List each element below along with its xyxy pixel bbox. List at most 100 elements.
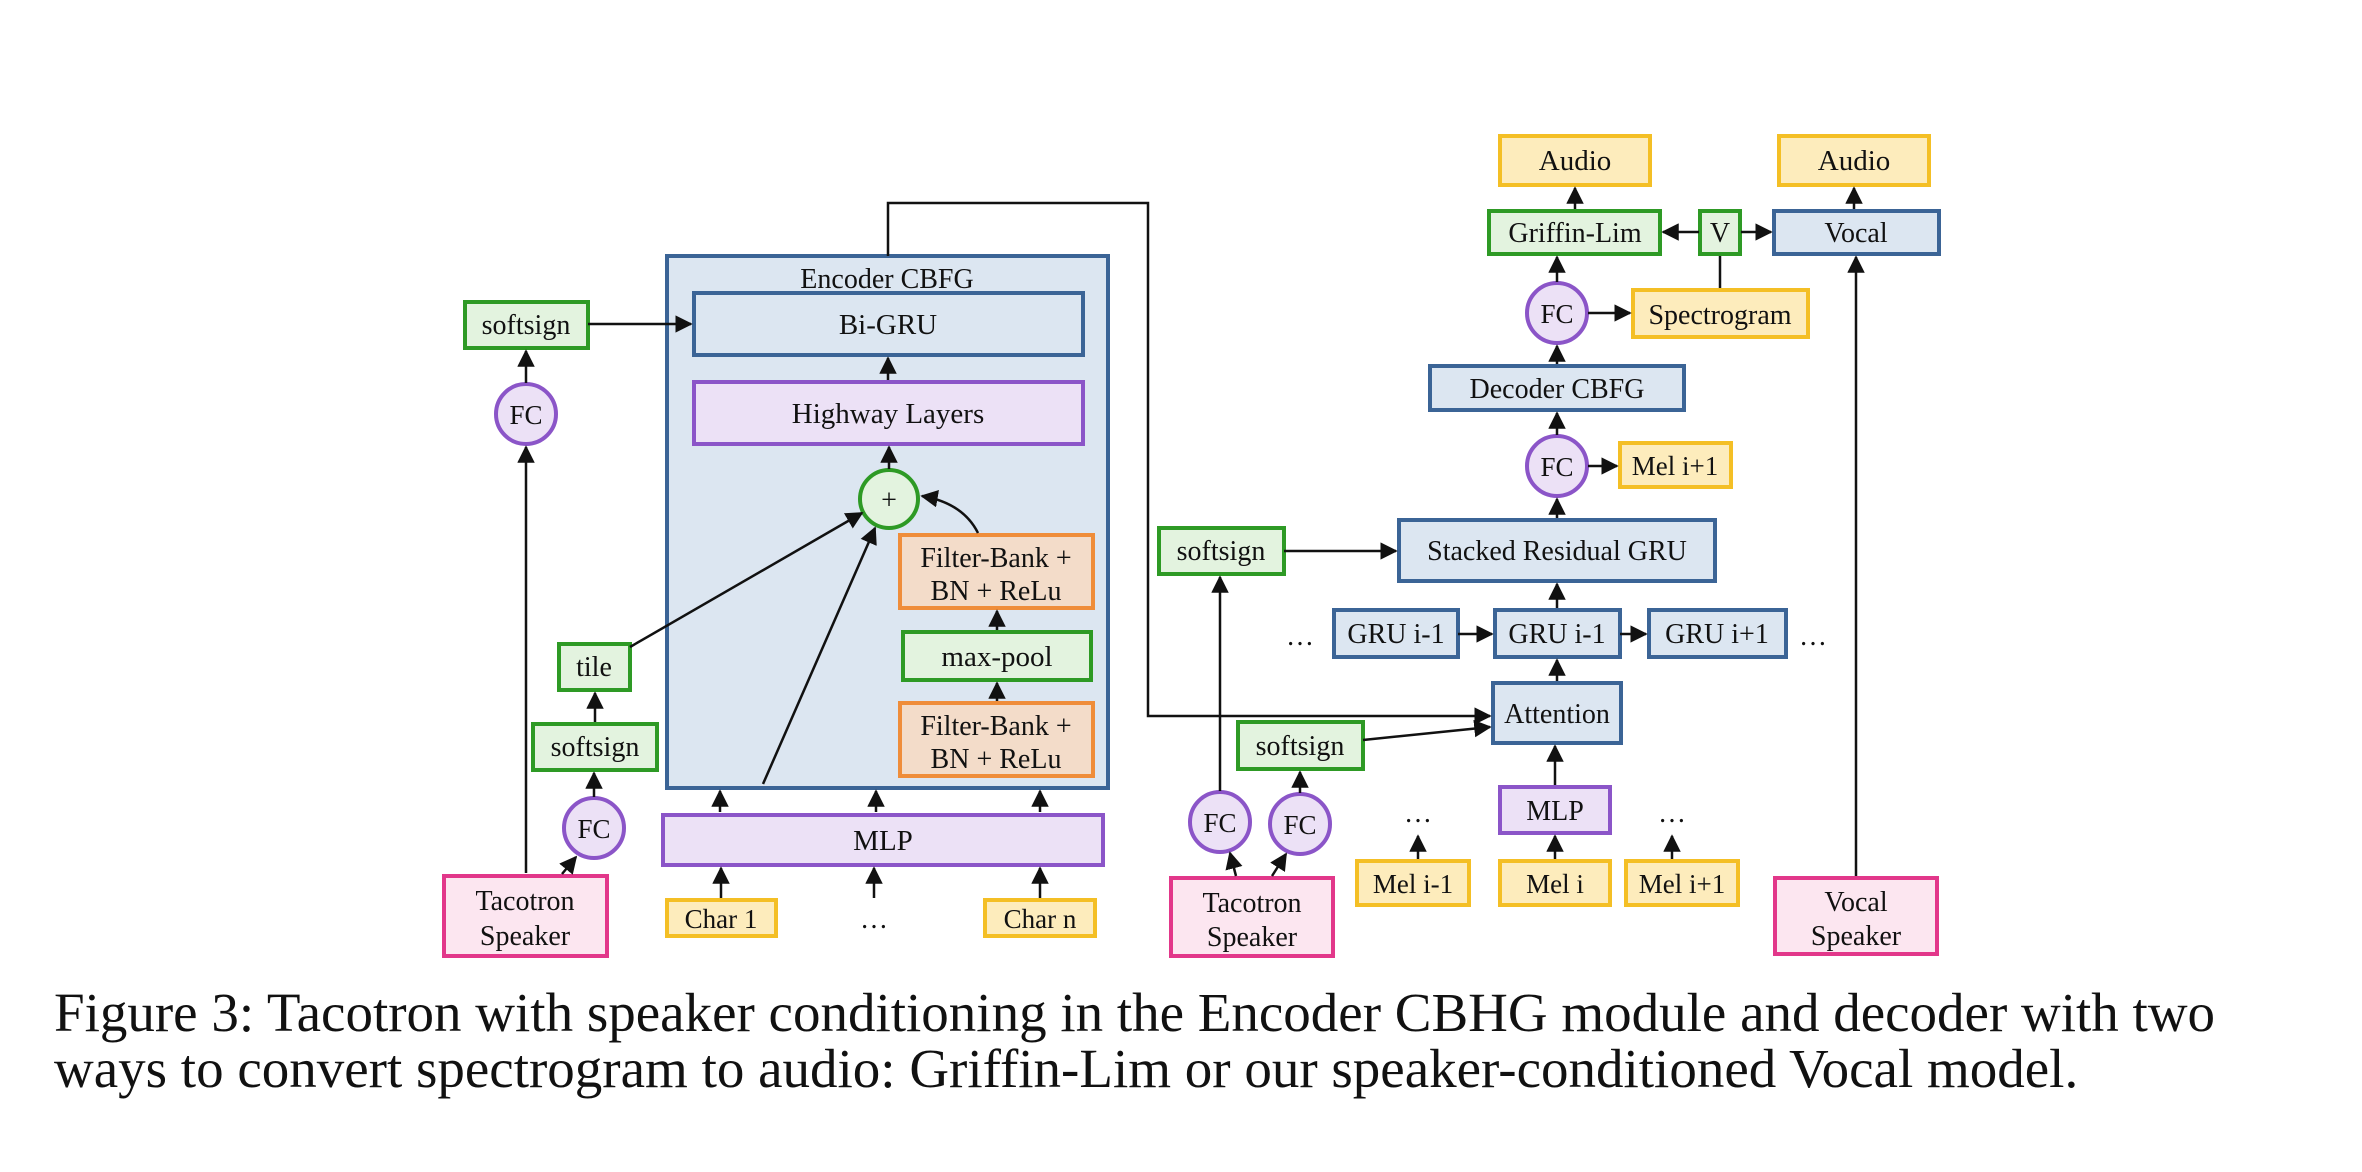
filter-bank-bottom-line1: Filter-Bank + — [920, 711, 1071, 742]
max-pool-label: max-pool — [941, 641, 1052, 673]
tacotron-speaker-left-line1: Tacotron — [475, 886, 574, 917]
filter-bank-bottom-line2: BN + ReLu — [931, 744, 1062, 775]
encoder-to-attention-line — [886, 201, 1492, 725]
softsign-decoder-label: softsign — [1177, 536, 1266, 567]
filter-bank-bottom-box: Filter-Bank + BN + ReLu — [898, 701, 1095, 778]
encoder-mlp-label: MLP — [853, 825, 913, 857]
char-n-label: Char n — [1004, 904, 1077, 934]
v-switch-label: V — [1710, 218, 1730, 249]
vocal-label: Vocal — [1824, 218, 1887, 249]
mel-prev-box: Mel i-1 — [1355, 859, 1471, 907]
encoder-cbfg-label: Encoder CBFG — [800, 264, 973, 295]
arrow-speaker-to-fc-b — [1270, 852, 1288, 877]
fc-left-top-node: FC — [494, 382, 558, 446]
gru-current-box: GRU i-1 — [1493, 608, 1622, 659]
filter-bank-top-line2: BN + ReLu — [931, 576, 1062, 607]
vocal-speaker-line1: Vocal — [1824, 887, 1887, 918]
attention-label: Attention — [1504, 699, 1610, 730]
audio-left-label: Audio — [1539, 145, 1612, 177]
mel-current-box: Mel i — [1498, 859, 1612, 907]
mel-ellipsis-left: … — [1404, 798, 1432, 829]
fc-spectrogram-label: FC — [1540, 299, 1573, 329]
fc-mel-label: FC — [1540, 452, 1573, 482]
gru-prev-label: GRU i-1 — [1347, 619, 1444, 650]
fc-left-low-node: FC — [562, 796, 626, 860]
caption-line-1: Figure 3: Tacotron with speaker conditio… — [54, 982, 2216, 1043]
sum-node-label: + — [881, 485, 897, 516]
decoder-mlp-label: MLP — [1526, 796, 1584, 827]
char-n-box: Char n — [983, 898, 1097, 938]
sum-node: + — [858, 468, 920, 530]
arrow-mlp-to-sum — [761, 526, 877, 785]
mel-next-out-label: Mel i+1 — [1632, 451, 1718, 481]
vocal-speaker-box: Vocal Speaker — [1773, 876, 1939, 956]
char-1-label: Char 1 — [685, 904, 758, 934]
fc-decoder-a-label: FC — [1203, 808, 1236, 838]
spectrogram-label: Spectrogram — [1648, 300, 1791, 331]
decoder-cbfg-box: Decoder CBFG — [1428, 364, 1686, 412]
tacotron-speaker-left-line2: Speaker — [480, 921, 571, 952]
fc-decoder-b-label: FC — [1283, 810, 1316, 840]
griffin-lim-label: Griffin-Lim — [1508, 218, 1641, 249]
fc-left-top-label: FC — [509, 400, 542, 430]
mel-prev-label: Mel i-1 — [1373, 869, 1453, 899]
spectrogram-box: Spectrogram — [1631, 288, 1810, 339]
arrow-tile-to-sum — [629, 511, 864, 649]
attention-box: Attention — [1491, 681, 1623, 745]
softsign-decoder-box: softsign — [1157, 526, 1286, 576]
audio-left-box: Audio — [1498, 134, 1652, 187]
mel-next-box: Mel i+1 — [1624, 859, 1740, 907]
audio-right-box: Audio — [1777, 134, 1931, 187]
stacked-residual-gru-label: Stacked Residual GRU — [1427, 536, 1687, 567]
gru-prev-box: GRU i-1 — [1332, 608, 1460, 659]
highway-layers-box: Highway Layers — [692, 380, 1085, 446]
decoder-cbfg-label: Decoder CBFG — [1470, 374, 1645, 405]
griffin-lim-box: Griffin-Lim — [1487, 209, 1662, 256]
arrow-filterbank-to-sum — [920, 490, 980, 534]
connectors — [517, 186, 1865, 898]
tile-label: tile — [576, 652, 612, 683]
max-pool-box: max-pool — [901, 630, 1093, 682]
audio-right-label: Audio — [1818, 145, 1891, 177]
char-ellipsis: … — [860, 904, 888, 935]
softsign-left-low-label: softsign — [551, 732, 640, 763]
tacotron-speaker-left-box: Tacotron Speaker — [442, 874, 609, 958]
tacotron-architecture-diagram: Encoder CBFG Bi-GRU Highway Layers + Fil… — [442, 134, 1941, 958]
mel-next-label: Mel i+1 — [1639, 869, 1725, 899]
softsign-left-low-box: softsign — [531, 722, 659, 772]
softsign-left-top-box: softsign — [463, 300, 590, 350]
arrow-speaker-to-fc-low — [559, 855, 578, 875]
bi-gru-label: Bi-GRU — [839, 309, 937, 341]
gru-ellipsis-right: … — [1799, 621, 1827, 652]
mel-next-out-box: Mel i+1 — [1618, 441, 1733, 489]
tacotron-speaker-right-line1: Tacotron — [1202, 888, 1301, 919]
fc-spectrogram-node: FC — [1525, 281, 1589, 345]
softsign-attention-box: softsign — [1236, 720, 1365, 771]
vocal-box: Vocal — [1772, 209, 1941, 256]
softsign-attention-label: softsign — [1256, 731, 1345, 762]
bi-gru-box: Bi-GRU — [692, 291, 1085, 357]
gru-next-box: GRU i+1 — [1647, 608, 1788, 659]
encoder-mlp-box: MLP — [661, 813, 1105, 867]
gru-next-label: GRU i+1 — [1665, 619, 1769, 650]
figure-caption: Figure 3: Tacotron with speaker conditio… — [54, 985, 2334, 1097]
mel-ellipsis-right: … — [1658, 798, 1686, 829]
tacotron-speaker-right-box: Tacotron Speaker — [1169, 876, 1335, 958]
arrow-speaker-to-fc-a — [1225, 851, 1243, 877]
v-switch-box: V — [1698, 209, 1742, 256]
vocal-speaker-line2: Speaker — [1811, 921, 1902, 952]
filter-bank-top-line1: Filter-Bank + — [920, 543, 1071, 574]
highway-layers-label: Highway Layers — [792, 398, 984, 430]
fc-decoder-b-node: FC — [1268, 792, 1332, 856]
decoder-mlp-box: MLP — [1498, 785, 1612, 835]
stacked-residual-gru-box: Stacked Residual GRU — [1397, 518, 1717, 583]
fc-left-low-label: FC — [577, 814, 610, 844]
char-1-box: Char 1 — [665, 898, 778, 938]
gru-ellipsis-left: … — [1286, 621, 1314, 652]
softsign-left-top-label: softsign — [482, 310, 571, 341]
tile-box: tile — [557, 642, 632, 692]
mel-current-label: Mel i — [1526, 869, 1584, 899]
gru-current-label: GRU i-1 — [1508, 619, 1605, 650]
filter-bank-top-box: Filter-Bank + BN + ReLu — [898, 533, 1095, 610]
arrow-softsign-to-attention — [1362, 719, 1492, 742]
